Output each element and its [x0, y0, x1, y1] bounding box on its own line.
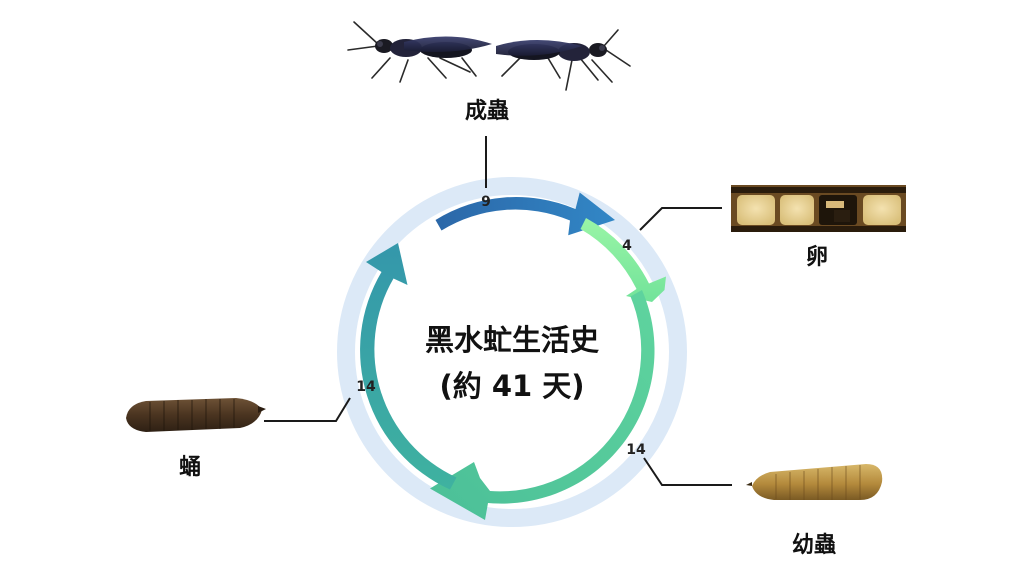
- ring-segment-adult: [435, 192, 615, 236]
- pupa-image: [126, 398, 266, 432]
- days-egg: 4: [622, 238, 632, 254]
- stage-label-pupa: 蛹: [179, 455, 201, 480]
- leader-line-larva: [643, 457, 732, 486]
- ring-segment-egg: [580, 218, 666, 302]
- ring-segment-larva: [430, 290, 655, 520]
- stage-label-adult: 成蟲: [465, 99, 509, 124]
- diagram-title-line1: 黑水虻生活史: [425, 323, 599, 357]
- leader-line-pupa: [264, 397, 351, 422]
- adult-flies-image: [347, 21, 631, 91]
- stage-label-larva: 幼蟲: [792, 532, 836, 558]
- diagram-title-line2: (約 41 天): [439, 369, 584, 403]
- ring-segment-pupa: [360, 243, 457, 490]
- days-pupa: 14: [356, 379, 376, 395]
- days-larva: 14: [626, 442, 646, 458]
- leader-lines: [264, 136, 732, 486]
- egg-image: [731, 185, 906, 232]
- larva-image: [746, 464, 883, 500]
- cycle-ring: [360, 192, 666, 520]
- days-adult: 9: [481, 194, 491, 210]
- leader-line-egg: [639, 207, 722, 231]
- cycle-halo-ring: [337, 177, 687, 527]
- stage-label-egg: 卵: [806, 245, 828, 270]
